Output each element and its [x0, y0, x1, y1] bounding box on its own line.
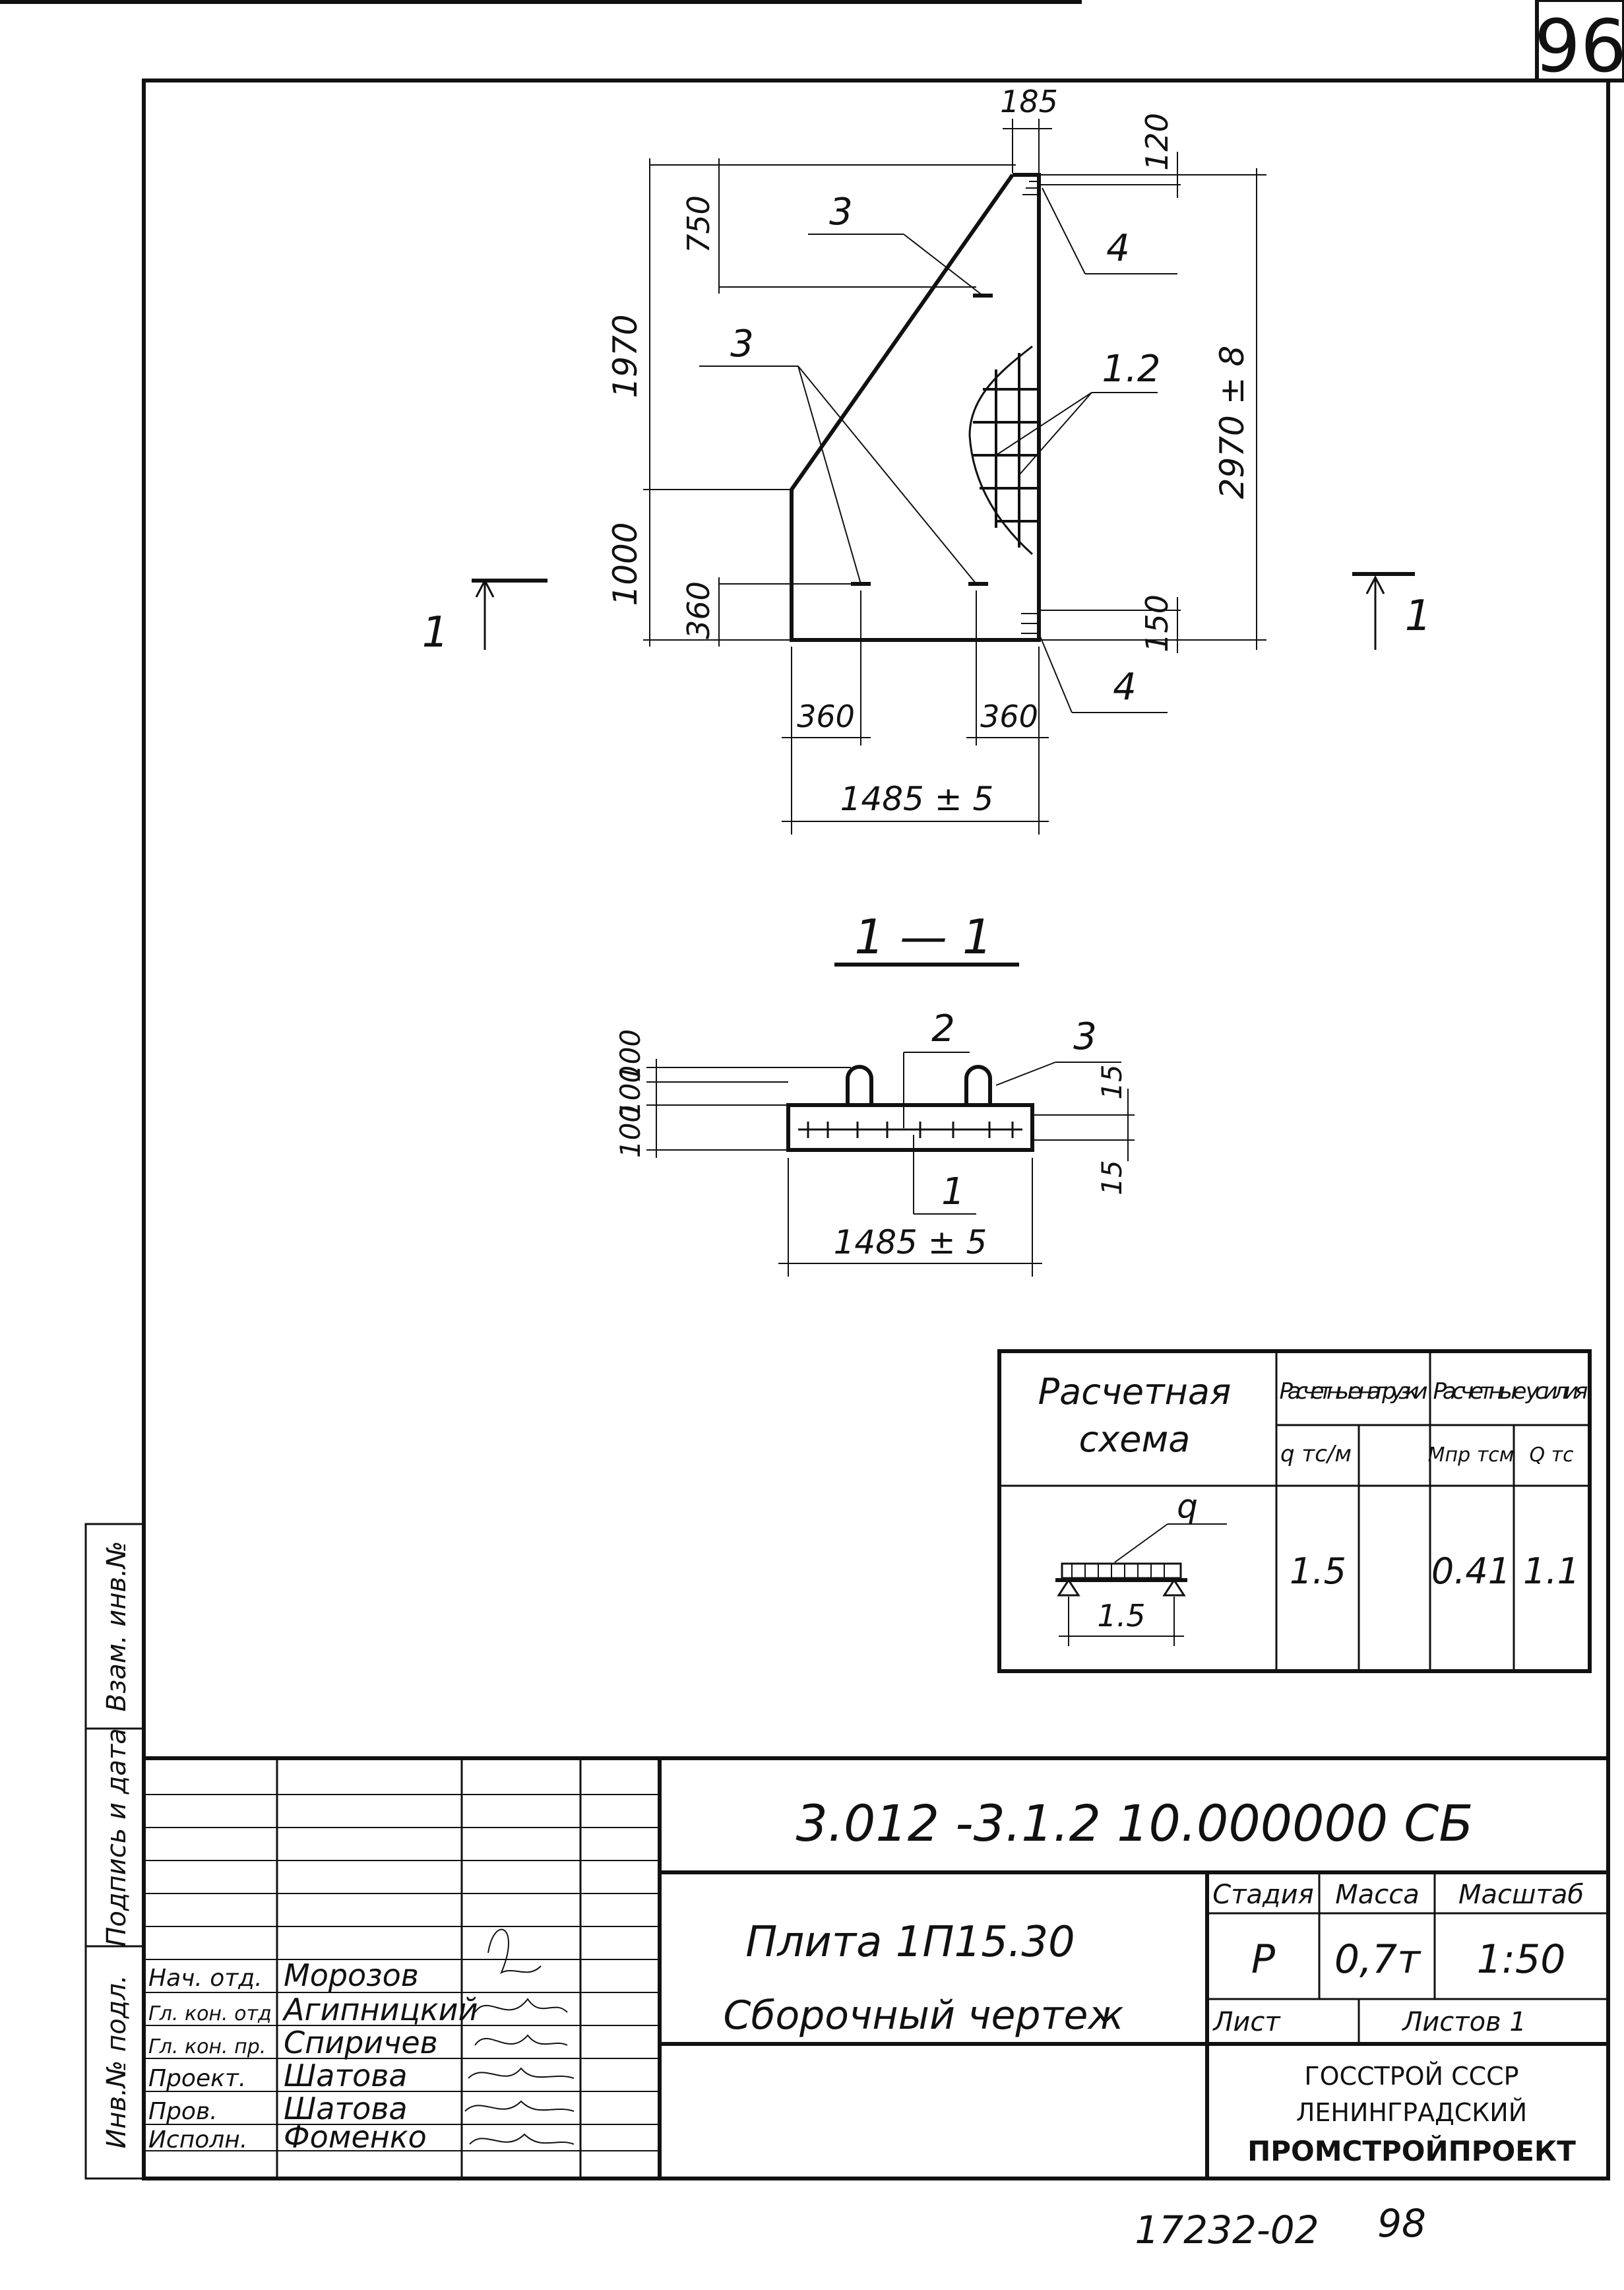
- section-mark-left-label: 1: [422, 608, 449, 657]
- staff-role: Гл. кон. отд: [148, 2002, 272, 2025]
- org-line-3: ПРОМСТРОЙПРОЕКТ: [1247, 2134, 1576, 2167]
- plan-dimension-texts: 185 120 750 1970 1000 360 150 2970 ± 8 3…: [606, 84, 1251, 818]
- table-sub-q: q тс/м: [1280, 1441, 1352, 1467]
- staff-name: Агипницкий: [282, 1992, 478, 2027]
- drawing-type: Сборочный чертеж: [724, 1992, 1124, 2039]
- stamp-signature-date: Подпись и дата: [102, 1728, 132, 1946]
- staff-name: Шатова: [284, 2091, 408, 2126]
- section-callout-mesh: 1: [941, 1170, 965, 1213]
- staff-role: Исполн.: [148, 2126, 247, 2153]
- staff-name: Спиричев: [284, 2025, 438, 2060]
- staff-list: Нач. отд. Морозов Гл. кон. отд Агипницки…: [148, 1957, 478, 2155]
- section-mark-right: [1352, 572, 1415, 650]
- mass-label: Масса: [1335, 1880, 1420, 1910]
- staff-role: Пров.: [148, 2098, 218, 2125]
- stage-value: Р: [1251, 1936, 1276, 1983]
- scheme-span: 1.5: [1097, 1598, 1145, 1634]
- staff-name: Морозов: [284, 1957, 419, 1993]
- stage-label: Стадия: [1212, 1880, 1313, 1910]
- archive-number: 17232-02: [1135, 2208, 1319, 2252]
- sheet-label: Лист: [1212, 2007, 1281, 2037]
- section-body: [786, 1065, 1034, 1152]
- section-title: 1 — 1: [854, 909, 992, 965]
- dim-lower-height: 1000: [606, 522, 644, 606]
- staff-name: Шатова: [284, 2058, 408, 2093]
- section-dim-total-height: 100: [614, 1105, 646, 1158]
- item-name: Плита 1П15.30: [745, 1918, 1075, 1967]
- dim-right-bottom-gap: 150: [1139, 594, 1175, 652]
- table-sub-m: Мпр тсм: [1428, 1444, 1515, 1467]
- org-line-1: ГОССТРОЙ СССР: [1304, 2062, 1518, 2091]
- dim-plan-width: 1485 ± 5: [840, 780, 994, 818]
- section-dim-width: 1485 ± 5: [834, 1223, 987, 1261]
- dim-sloped-height: 1970: [606, 314, 644, 398]
- calc-table: [997, 1349, 1592, 1673]
- section-dimensions: [646, 1059, 1135, 1277]
- dim-upper-height: 750: [681, 195, 716, 253]
- sheet-frame: [0, 0, 1624, 2180]
- slab-plan: [790, 173, 1041, 642]
- dim-top-gap: 120: [1139, 113, 1175, 171]
- table-header-forces: Расчетные усилия: [1433, 1378, 1588, 1405]
- table-value-m: 0.41: [1431, 1550, 1511, 1592]
- section-mark-right-label: 1: [1405, 592, 1432, 641]
- callout-embed-top: 4: [1106, 227, 1130, 270]
- mass-value: 0,7т: [1334, 1936, 1421, 1983]
- title-block: [144, 1756, 1608, 2179]
- table-header-scheme-1: Расчетная: [1038, 1371, 1232, 1413]
- dim-right-lift-pos: 360: [980, 699, 1038, 734]
- plan-callouts: [699, 187, 1177, 713]
- org-line-2: ЛЕНИНГРАДСКИЙ: [1296, 2098, 1527, 2127]
- callout-mesh: 1.2: [1102, 348, 1160, 391]
- dim-left-lift-pos: 360: [797, 699, 855, 734]
- sheet-number: 96: [1534, 4, 1624, 88]
- scale-label: Масштаб: [1458, 1880, 1584, 1910]
- section-mark-left: [472, 578, 547, 650]
- table-value-q: 1.5: [1290, 1550, 1346, 1592]
- stamp-inv-exchange: Взам. инв.№: [102, 1541, 132, 1712]
- callout-lift-upper: 3: [829, 191, 853, 234]
- archive-page: 98: [1377, 2201, 1426, 2246]
- section-dim-height-lower: 100: [614, 1065, 646, 1118]
- doc-code: 3.012 -3.1.2 10.000000 СБ: [796, 1794, 1473, 1853]
- section-dim-cover-bottom: 15: [1096, 1160, 1128, 1195]
- staff-role: Проект.: [148, 2065, 246, 2092]
- side-stamp: [84, 1523, 145, 2180]
- staff-role: Гл. кон. пр.: [148, 2035, 266, 2058]
- dim-top-offset: 185: [1000, 84, 1058, 119]
- dim-bottom-gap: 360: [681, 581, 716, 639]
- section-callouts: [903, 1052, 1121, 1215]
- staff-role: Нач. отд.: [148, 1965, 263, 1992]
- section-dim-cover-top: 15: [1096, 1064, 1128, 1099]
- section-callout-frame: 2: [931, 1007, 955, 1050]
- plan-dimensions: [643, 119, 1266, 835]
- section-dim-height-upper: 100: [614, 1029, 646, 1082]
- callout-lift-lower: 3: [730, 323, 754, 366]
- section-callout-lift: 3: [1073, 1015, 1097, 1058]
- scale-value: 1:50: [1477, 1936, 1566, 1983]
- stamp-inv-original: Инв.№ подл.: [102, 1975, 132, 2148]
- staff-name: Фоменко: [284, 2119, 427, 2155]
- callout-embed-bottom: 4: [1113, 666, 1137, 709]
- dim-total-height: 2970 ± 8: [1213, 346, 1251, 499]
- sheets-label: Листов 1: [1401, 2007, 1526, 2037]
- scheme-load-label: q: [1177, 1487, 1198, 1525]
- table-value-qf: 1.1: [1523, 1550, 1580, 1592]
- table-header-scheme-2: схема: [1079, 1418, 1191, 1460]
- table-header-loads: Расчетные нагрузки: [1280, 1378, 1428, 1405]
- table-sub-qf: Q тс: [1529, 1444, 1574, 1467]
- signatures: [464, 1928, 575, 2145]
